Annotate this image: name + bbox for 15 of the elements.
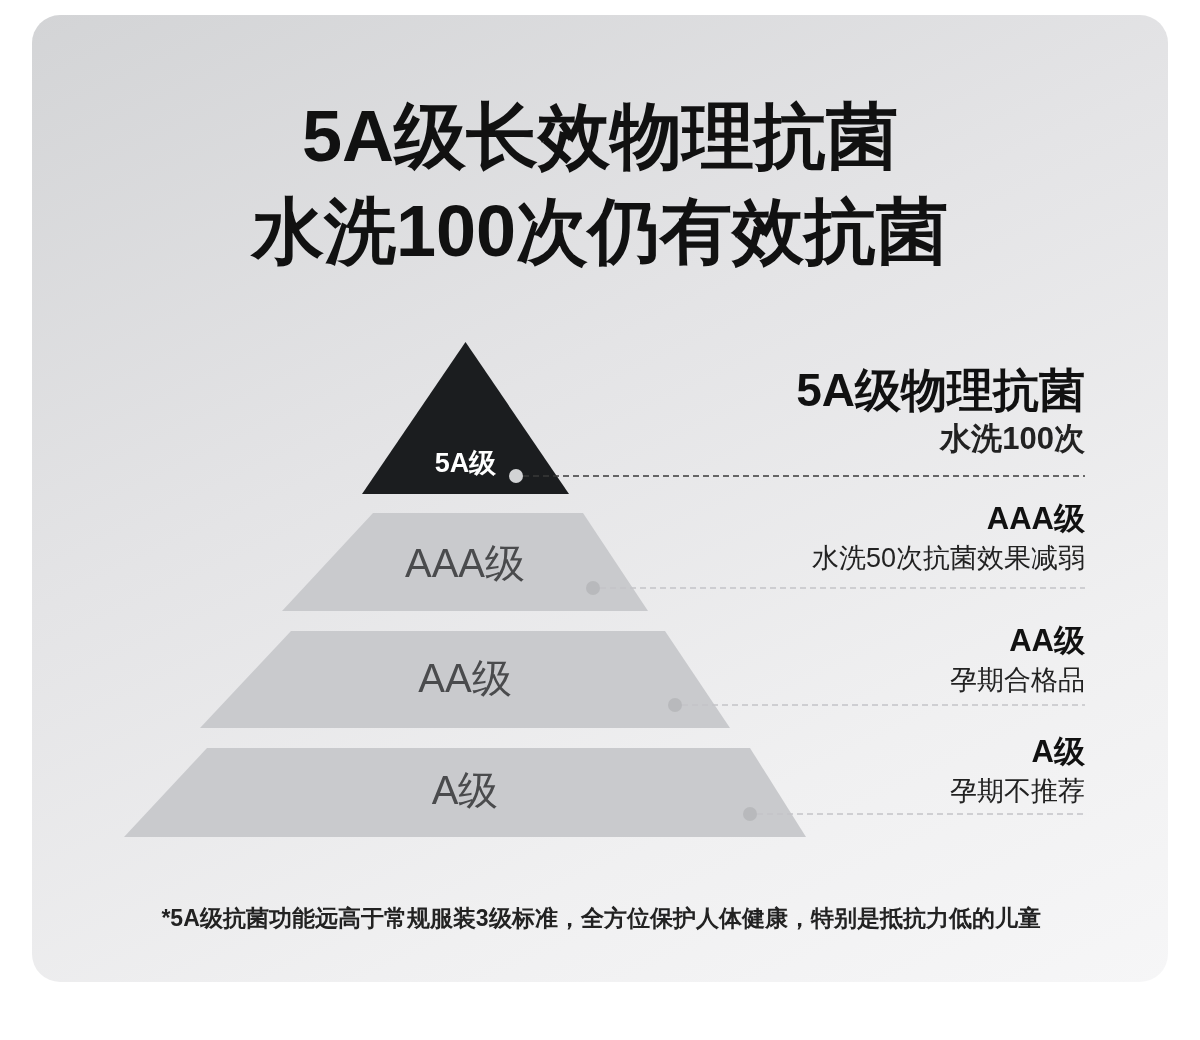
level-heading: AA级	[1009, 623, 1085, 659]
level-heading: 5A级物理抗菌	[796, 364, 1085, 416]
leader-line	[522, 475, 1086, 477]
tier-label: AA级	[418, 655, 512, 702]
tier-label: AAA级	[405, 540, 525, 587]
level-description: 水洗100次	[940, 420, 1085, 458]
level-description: 孕期不推荐	[950, 775, 1085, 808]
level-heading: A级	[1031, 734, 1085, 770]
level-description: 孕期合格品	[950, 664, 1085, 697]
tier-label: 5A级	[434, 447, 497, 479]
title: 5A级长效物理抗菌水洗100次仍有效抗菌	[251, 95, 949, 273]
footnote: *5A级抗菌功能远高于常规服装3级标准，全方位保护人体健康，特别是抵抗力低的儿童	[161, 904, 1041, 933]
level-heading: AAA级	[986, 501, 1085, 537]
tier-label: A级	[431, 767, 499, 814]
level-description: 水洗50次抗菌效果减弱	[811, 542, 1085, 575]
